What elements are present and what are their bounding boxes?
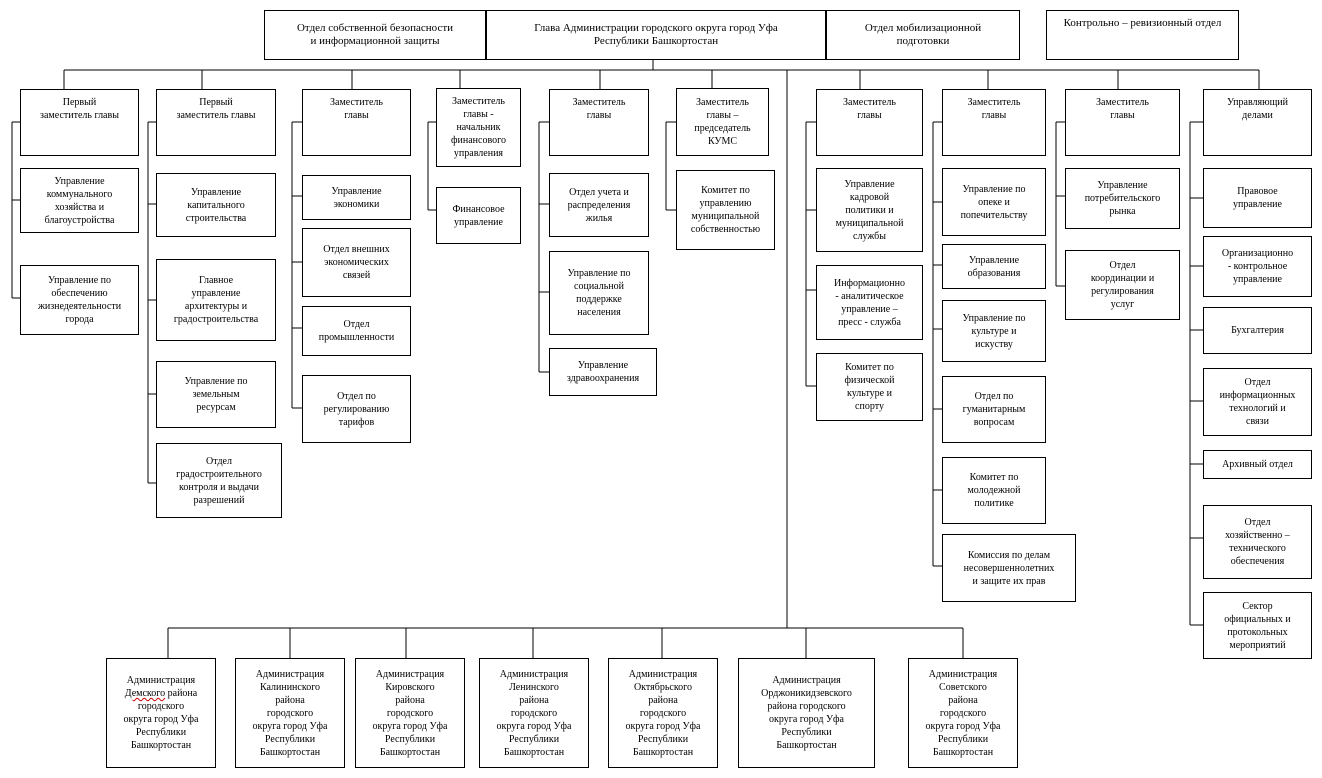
audit-department-box: Контрольно – ревизионный отдел xyxy=(1046,10,1239,60)
chief-of-staff-box: Управляющий делами xyxy=(1203,89,1312,156)
deputy-head-box-9: Заместитель главы xyxy=(1065,89,1180,156)
district-kalininsky-box: Администрация Калининского района городс… xyxy=(235,658,345,768)
district-ordzhonikidzevsky-box: Администрация Орджоникидзевского района … xyxy=(738,658,875,768)
mobilization-department-box: Отдел мобилизационной подготовки xyxy=(826,10,1020,60)
deputy-head-box-8: Заместитель главы xyxy=(942,89,1046,156)
archive-department-box: Архивный отдел xyxy=(1203,450,1312,479)
guardianship-box: Управление по опеке и попечительству xyxy=(942,168,1046,236)
first-deputy-head-box: Первый заместитель главы xyxy=(20,89,139,156)
district-kirovsky-box: Администрация Кировского района городско… xyxy=(355,658,465,768)
consumer-market-box: Управление потребительского рынка xyxy=(1065,168,1180,229)
services-coordination-box: Отдел координации и регулирования услуг xyxy=(1065,250,1180,320)
security-department-box: Отдел собственной безопасности и информа… xyxy=(264,10,486,60)
youth-policy-box: Комитет по молодежной политике xyxy=(942,457,1046,524)
district-demsky-rest: района городского округа город Уфа Респу… xyxy=(123,688,199,751)
protocol-sector-box: Сектор официальных и протокольных меропр… xyxy=(1203,592,1312,659)
first-deputy-head-box-2: Первый заместитель главы xyxy=(156,89,276,156)
land-resources-box: Управление по земельным ресурсам xyxy=(156,361,276,428)
district-demsky-box: Администрация Демского района городского… xyxy=(106,658,216,768)
foreign-economic-relations-box: Отдел внешних экономических связей xyxy=(302,228,411,297)
deputy-head-box-5: Заместитель главы xyxy=(549,89,649,156)
district-demsky-name: Демского xyxy=(124,688,166,699)
capital-construction-box: Управление капитального строительства xyxy=(156,173,276,237)
accounting-box: Бухгалтерия xyxy=(1203,307,1312,354)
head-of-administration-box: Глава Администрации городского округа го… xyxy=(486,10,826,60)
urban-planning-control-box: Отдел градостроительного контроля и выда… xyxy=(156,443,282,518)
property-committee-box: Комитет по управлению муниципальной собс… xyxy=(676,170,775,250)
district-leninsky-box: Администрация Ленинского района городско… xyxy=(479,658,589,768)
architecture-urban-planning-box: Главное управление архитектуры и градост… xyxy=(156,259,276,341)
press-service-box: Информационно - аналитическое управление… xyxy=(816,265,923,340)
sports-committee-box: Комитет по физической культуре и спорту xyxy=(816,353,923,421)
maintenance-department-box: Отдел хозяйственно – технического обеспе… xyxy=(1203,505,1312,579)
humanitarian-affairs-box: Отдел по гуманитарным вопросам xyxy=(942,376,1046,443)
it-department-box: Отдел информационных технологий и связи xyxy=(1203,368,1312,436)
personnel-policy-box: Управление кадровой политики и муниципал… xyxy=(816,168,923,252)
healthcare-department-box: Управление здравоохранения xyxy=(549,348,657,396)
communal-services-box: Управление коммунального хозяйства и бла… xyxy=(20,168,139,233)
finance-department-box: Финансовое управление xyxy=(436,187,521,244)
district-oktyabrsky-box: Администрация Октябрьского района городс… xyxy=(608,658,718,768)
organizational-control-box: Организационно - контрольное управление xyxy=(1203,236,1312,297)
economy-department-box: Управление экономики xyxy=(302,175,411,220)
culture-department-box: Управление по культуре и искуству xyxy=(942,300,1046,362)
deputy-head-box-3: Заместитель главы xyxy=(302,89,411,156)
deputy-head-box-7: Заместитель главы xyxy=(816,89,923,156)
tariff-regulation-box: Отдел по регулированию тарифов xyxy=(302,375,411,443)
district-sovetsky-box: Администрация Советского района городско… xyxy=(908,658,1018,768)
education-department-box: Управление образования xyxy=(942,244,1046,289)
district-demsky-text: Администрация Демского района городского… xyxy=(124,674,199,752)
legal-department-box: Правовое управление xyxy=(1203,168,1312,228)
industry-department-box: Отдел промышленности xyxy=(302,306,411,356)
housing-distribution-box: Отдел учета и распределения жилья xyxy=(549,173,649,237)
deputy-head-kums-box: Заместитель главы – председатель КУМС xyxy=(676,88,769,156)
district-demsky-line1: Администрация xyxy=(126,675,196,686)
city-life-support-box: Управление по обеспечению жизнедеятельно… xyxy=(20,265,139,335)
juvenile-affairs-box: Комиссия по делам несовершеннолетних и з… xyxy=(942,534,1076,602)
deputy-head-finance-box: Заместитель главы - начальник финансовог… xyxy=(436,88,521,167)
social-support-box: Управление по социальной поддержке насел… xyxy=(549,251,649,335)
